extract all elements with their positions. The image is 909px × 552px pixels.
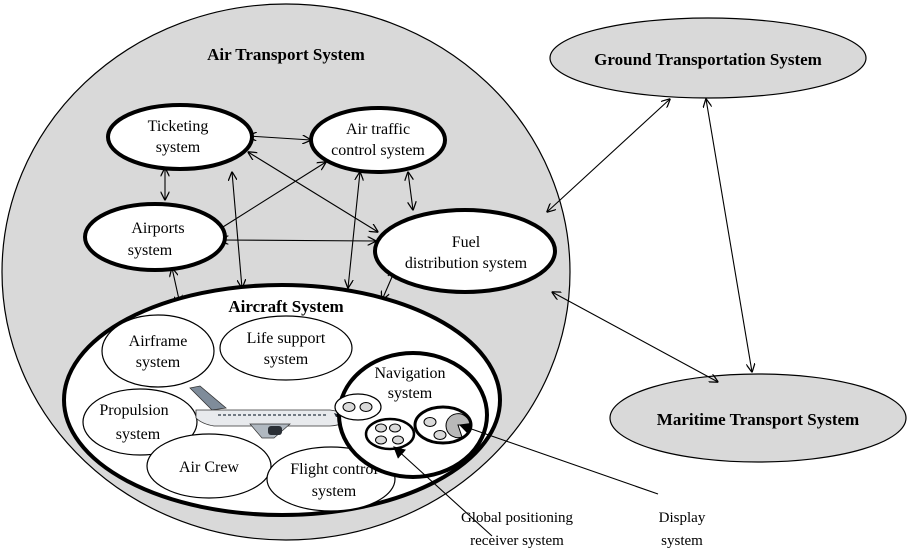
propulsion-label-line1: Propulsion [99, 402, 168, 419]
life-support-node: Life support system [219, 315, 353, 381]
link-ticketing-atc [248, 136, 311, 140]
maritime-transport-label: Maritime Transport System [657, 410, 859, 429]
airframe-label-line1: Airframe [129, 333, 188, 350]
fuel-label-line1: Fuel [452, 234, 481, 251]
link-atc-fuel [408, 172, 413, 210]
flight-control-label-line1: Flight control [290, 461, 378, 478]
fuel-distribution-node: Fuel distribution system [373, 208, 557, 294]
atc-label-line1: Air traffic [346, 121, 410, 138]
nav-component-left [334, 393, 382, 421]
airplane-icon [189, 385, 349, 439]
callout-pointers [393, 422, 659, 537]
display-label-line2: system [661, 533, 703, 549]
link-air-maritime [552, 292, 718, 382]
link-ticketing-aircraft [232, 172, 242, 288]
air-crew-label: Air Crew [179, 459, 239, 476]
life-support-label-line1: Life support [247, 330, 326, 347]
connection-links [165, 99, 752, 382]
ground-transportation-label: Ground Transportation System [594, 50, 822, 69]
gps-receiver-component [364, 417, 416, 451]
airframe-node: Airframe system [101, 314, 215, 388]
gps-label-line2: receiver system [470, 533, 564, 549]
fuel-label-line2: distribution system [405, 255, 528, 272]
airports-system-node: Airports system [83, 202, 227, 272]
gps-label-line1: Global positioning [461, 510, 574, 526]
atc-label-line2: control system [331, 142, 425, 159]
airports-label-line2: system [128, 242, 173, 259]
airports-label-line1: Airports [131, 220, 184, 237]
propulsion-node: Propulsion system [82, 388, 198, 456]
display-label-line1: Display [659, 510, 706, 526]
ticketing-label-line2: system [156, 139, 201, 156]
air-transport-title: Air Transport System [207, 45, 365, 64]
air-traffic-control-node: Air traffic control system [309, 106, 447, 174]
link-atc-aircraft [348, 172, 360, 288]
flight-control-label-line2: system [312, 483, 357, 500]
display-component [413, 405, 473, 445]
navigation-label-line1: Navigation [374, 365, 445, 382]
ground-transportation-system: Ground Transportation System [549, 17, 867, 99]
life-support-label-line2: system [264, 351, 309, 368]
gps-callout: Global positioning receiver system [461, 510, 574, 549]
ticketing-system-node: Ticketing system [106, 103, 254, 171]
propulsion-label-line2: system [116, 426, 161, 443]
link-air-ground [547, 99, 670, 212]
airframe-label-line2: system [136, 354, 181, 371]
aircraft-system-title: Aircraft System [228, 297, 343, 316]
display-callout: Display system [659, 510, 706, 549]
navigation-label-line2: system [388, 385, 433, 402]
ticketing-label-line1: Ticketing [148, 118, 209, 135]
link-ground-maritime [706, 99, 752, 372]
air-crew-node: Air Crew [146, 433, 272, 499]
maritime-transport-system: Maritime Transport System [609, 373, 907, 463]
